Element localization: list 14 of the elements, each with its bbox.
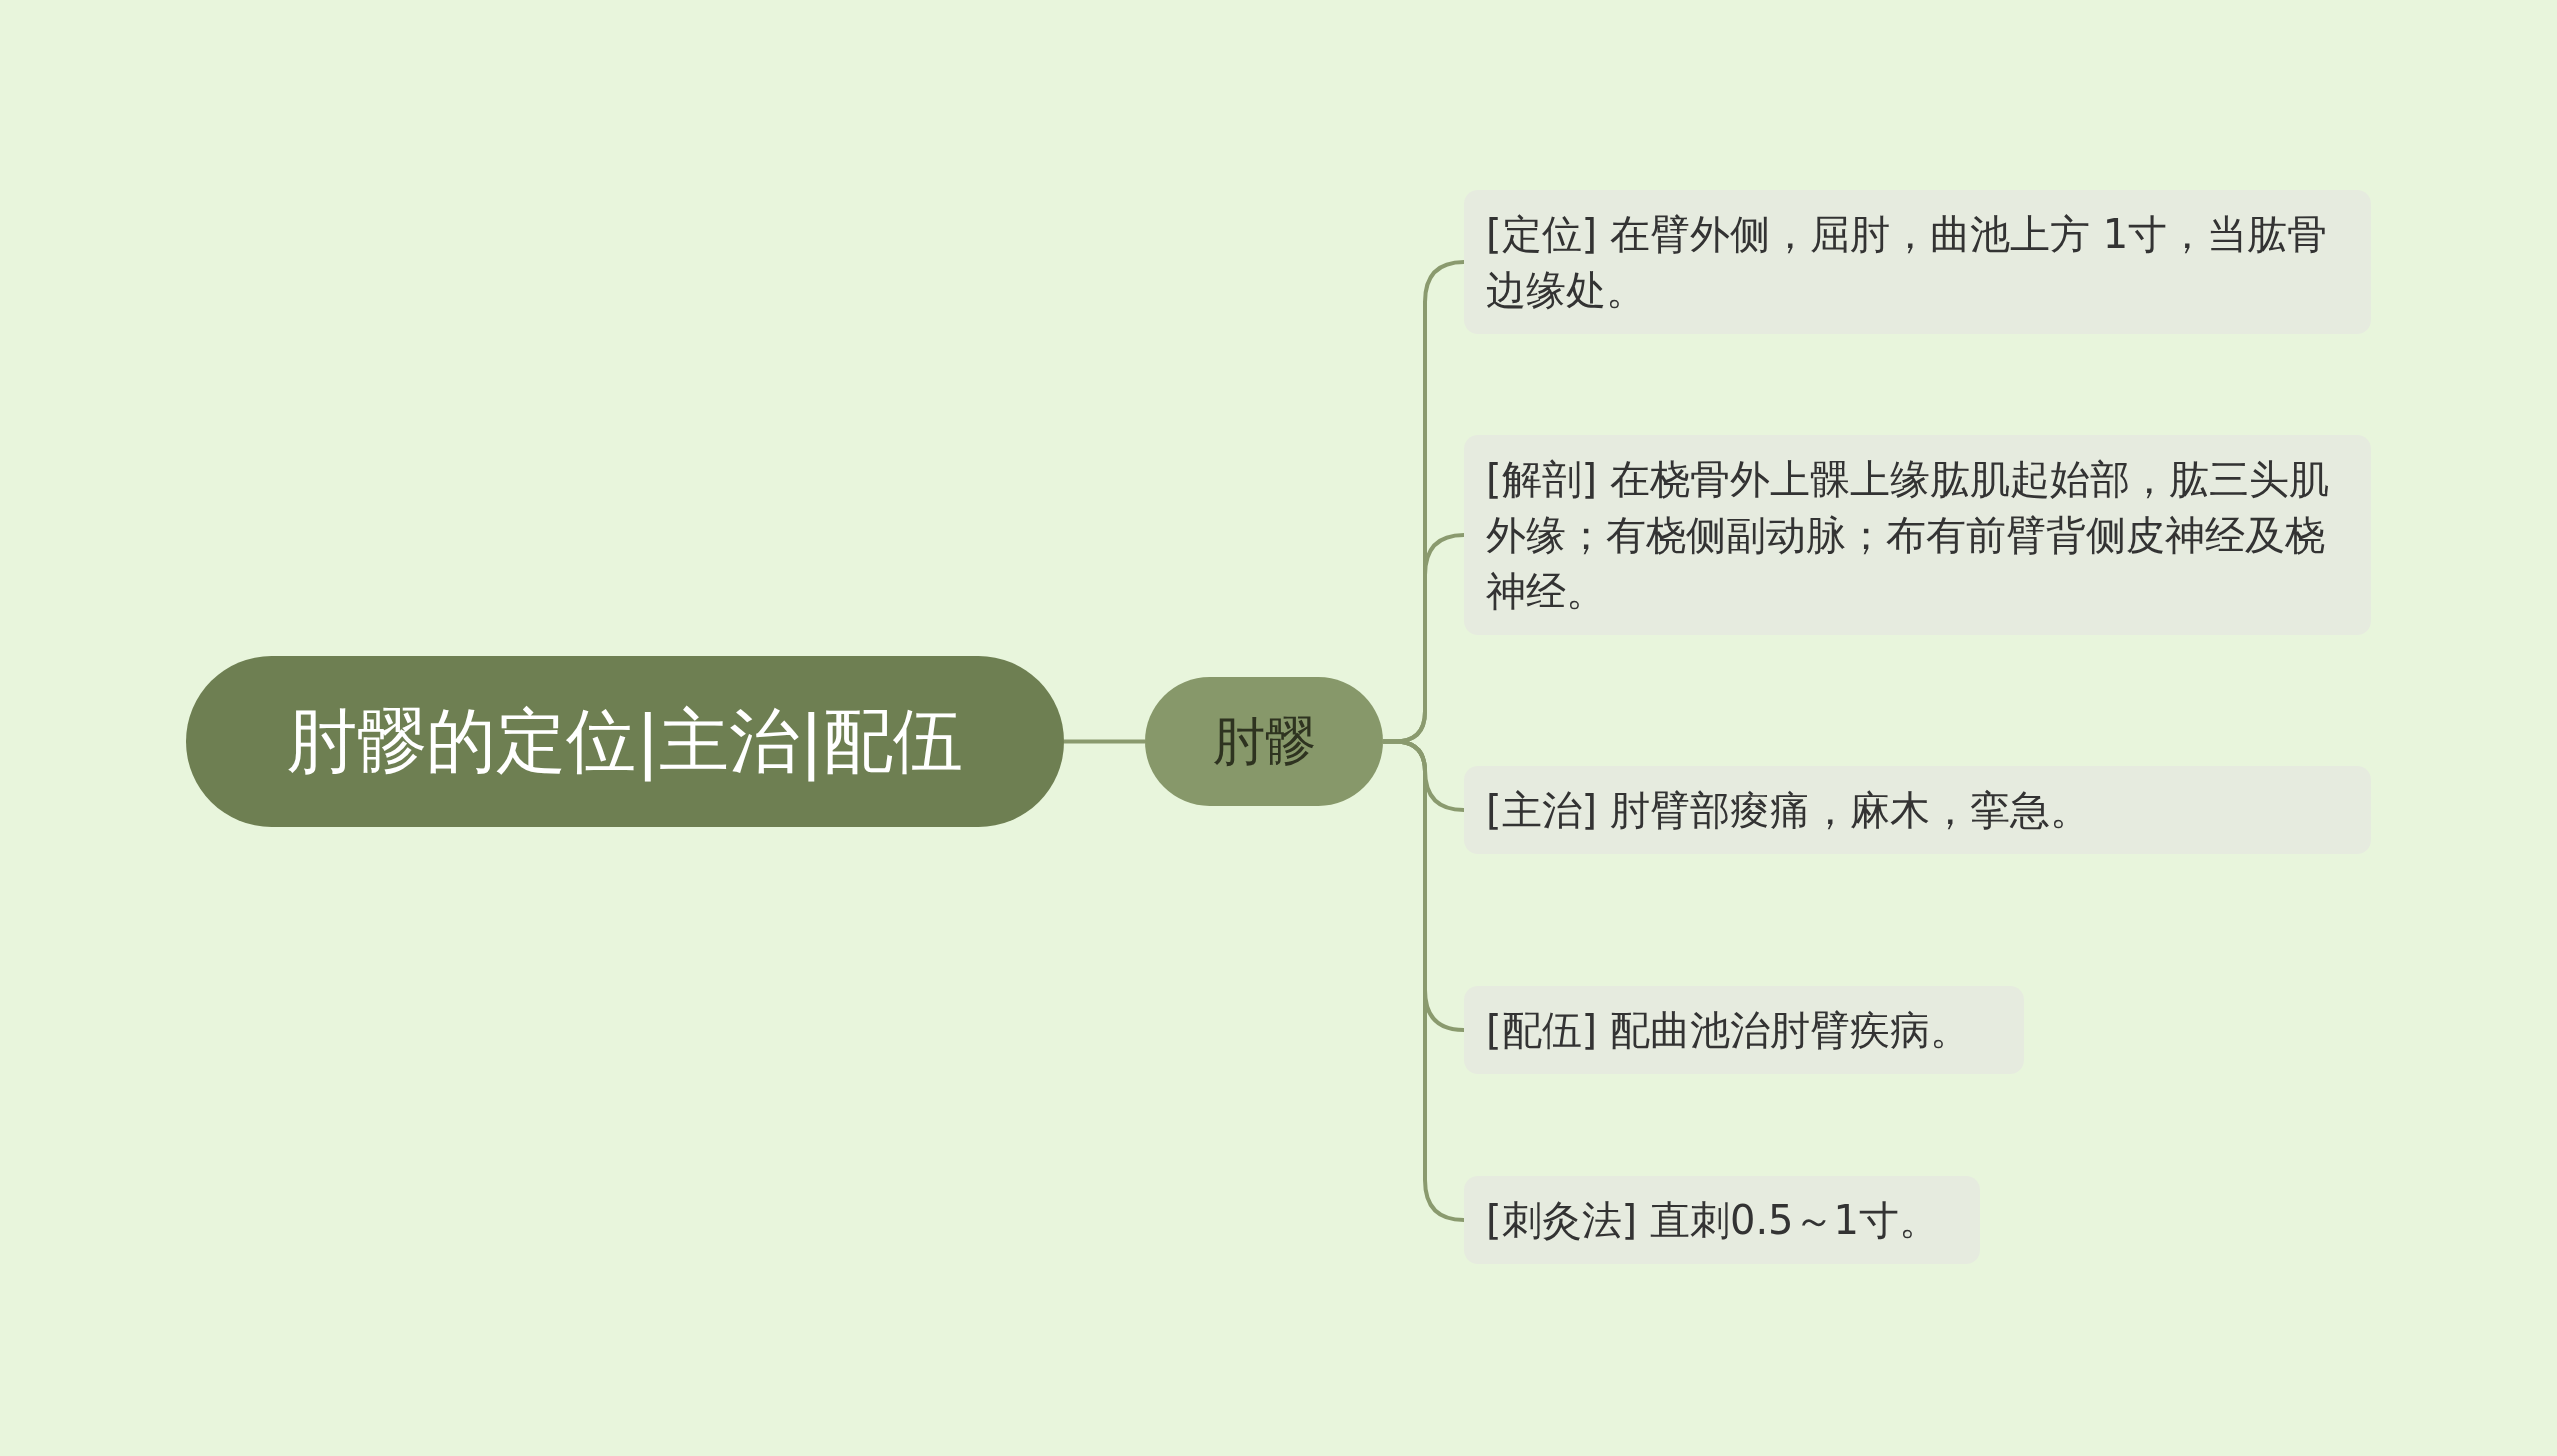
connector-line bbox=[1064, 739, 1145, 744]
topic-card bbox=[1464, 986, 2024, 1074]
topic-text: 肘髎的定位|主治|配伍 bbox=[286, 698, 964, 784]
topic-text: [解剖] 在桡骨外上髁上缘肱肌起始部，肱三头肌外缘；有桡侧副动脉；布有前臂背侧皮神经及桡神经。 bbox=[1486, 455, 2330, 616]
topic-text: [刺灸法] 直刺0.5～1寸。 bbox=[1486, 1196, 1939, 1245]
topic-card bbox=[1464, 766, 2371, 854]
topic-card bbox=[1464, 1176, 1980, 1264]
topic-text: [配伍] 配曲池治肘臂疾病。 bbox=[1486, 1006, 1970, 1055]
topic-text: [定位] 在臂外侧，屈肘，曲池上方 1寸，当肱骨边缘处。 bbox=[1486, 210, 2329, 315]
topic-text: 肘髎 bbox=[1212, 709, 1316, 773]
topic-text: [主治] 肘臂部痠痛，麻木，挛急。 bbox=[1486, 786, 2090, 835]
topic-card bbox=[1464, 190, 2371, 334]
connector-line bbox=[1383, 739, 1465, 1222]
topic-card bbox=[1464, 435, 2371, 635]
